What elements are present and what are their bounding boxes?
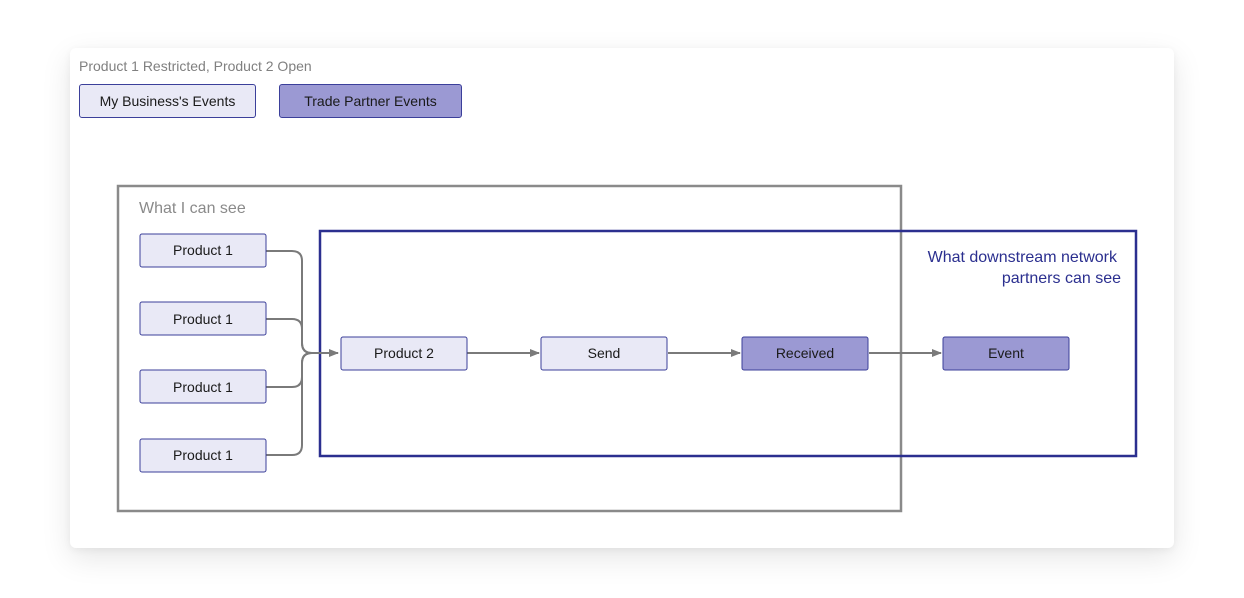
node-event: Event	[942, 336, 1070, 371]
region-what-i-can-see	[116, 184, 903, 513]
node-send: Send	[540, 336, 668, 371]
connector-product1-b	[266, 318, 338, 354]
node-send-label: Send	[588, 345, 621, 361]
node-product1-a: Product 1	[139, 233, 267, 268]
diagram-caption: Product 1 Restricted, Product 2 Open	[79, 58, 312, 74]
region-what-i-can-see-label: What I can see	[139, 200, 246, 217]
connector-product1-d	[266, 349, 339, 456]
region-downstream-partners	[318, 229, 1138, 458]
node-product1-b-label: Product 1	[173, 311, 233, 327]
node-product1-a-label: Product 1	[173, 242, 233, 258]
node-received: Received	[741, 336, 869, 371]
legend-trade-partner-events: Trade Partner Events	[279, 84, 462, 118]
node-product1-b: Product 1	[139, 301, 267, 336]
region-downstream-label-line1: What downstream network	[928, 249, 1118, 266]
legend-my-business-events: My Business's Events	[79, 84, 256, 118]
node-product2-label: Product 2	[374, 345, 434, 361]
node-product1-d-label: Product 1	[173, 447, 233, 463]
node-product2: Product 2	[340, 336, 468, 371]
region-downstream-label-line2: partners can see	[1002, 270, 1121, 287]
node-product1-c-label: Product 1	[173, 379, 233, 395]
node-product1-c: Product 1	[139, 369, 267, 404]
node-product1-d: Product 1	[139, 438, 267, 473]
node-event-label: Event	[988, 345, 1024, 361]
node-received-label: Received	[776, 345, 834, 361]
